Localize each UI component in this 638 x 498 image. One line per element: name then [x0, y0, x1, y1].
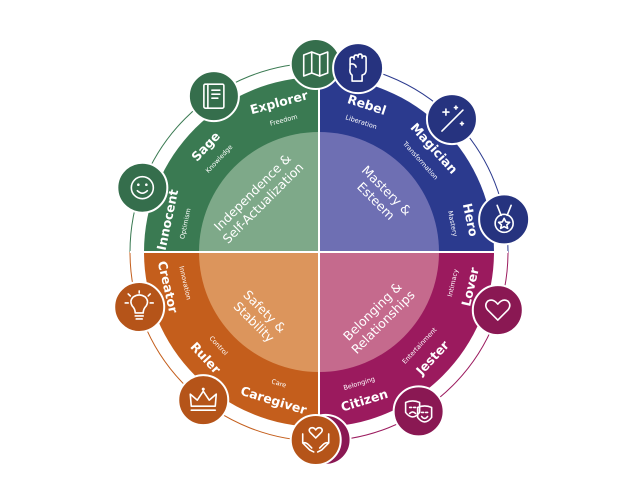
inner-quadrant-orange — [199, 252, 319, 372]
badge-jester — [392, 385, 445, 438]
archetype-name: Hero — [460, 202, 482, 238]
medal-icon — [494, 204, 514, 234]
map-icon — [302, 51, 329, 77]
caring-hands-icon — [301, 426, 330, 453]
fist-icon — [349, 53, 367, 82]
badge-magician — [425, 93, 478, 146]
badge-circle — [425, 93, 478, 146]
inner-quadrant-blue — [319, 132, 439, 252]
magic-wand-icon — [441, 105, 465, 132]
icon-badge-layer — [113, 38, 531, 466]
badge-hero — [478, 193, 531, 246]
crown-icon — [189, 387, 218, 411]
badge-circle — [289, 413, 342, 466]
badge-circle — [332, 42, 385, 95]
smiley-icon — [130, 175, 155, 200]
theater-masks-icon — [404, 400, 433, 423]
divider-layer — [130, 63, 508, 441]
badge-circle — [187, 70, 240, 123]
badge-circle — [471, 284, 524, 337]
book-icon — [203, 83, 225, 109]
badge-ruler — [177, 374, 230, 427]
badge-circle — [116, 161, 169, 214]
inner-quadrant-green — [199, 132, 319, 252]
heart-icon — [485, 299, 511, 321]
badge-circle — [177, 374, 230, 427]
badge-creator — [113, 280, 166, 333]
badge-sage — [187, 70, 240, 123]
badge-caregiver — [289, 413, 342, 466]
badge-innocent — [116, 161, 169, 214]
badge-lover — [471, 284, 524, 337]
badge-circle — [113, 280, 166, 333]
badge-rebel — [332, 42, 385, 95]
inner-quadrant-magenta — [319, 252, 439, 372]
lightbulb-icon — [124, 290, 155, 320]
quadrant-layer — [144, 77, 494, 427]
badge-circle — [392, 385, 445, 438]
